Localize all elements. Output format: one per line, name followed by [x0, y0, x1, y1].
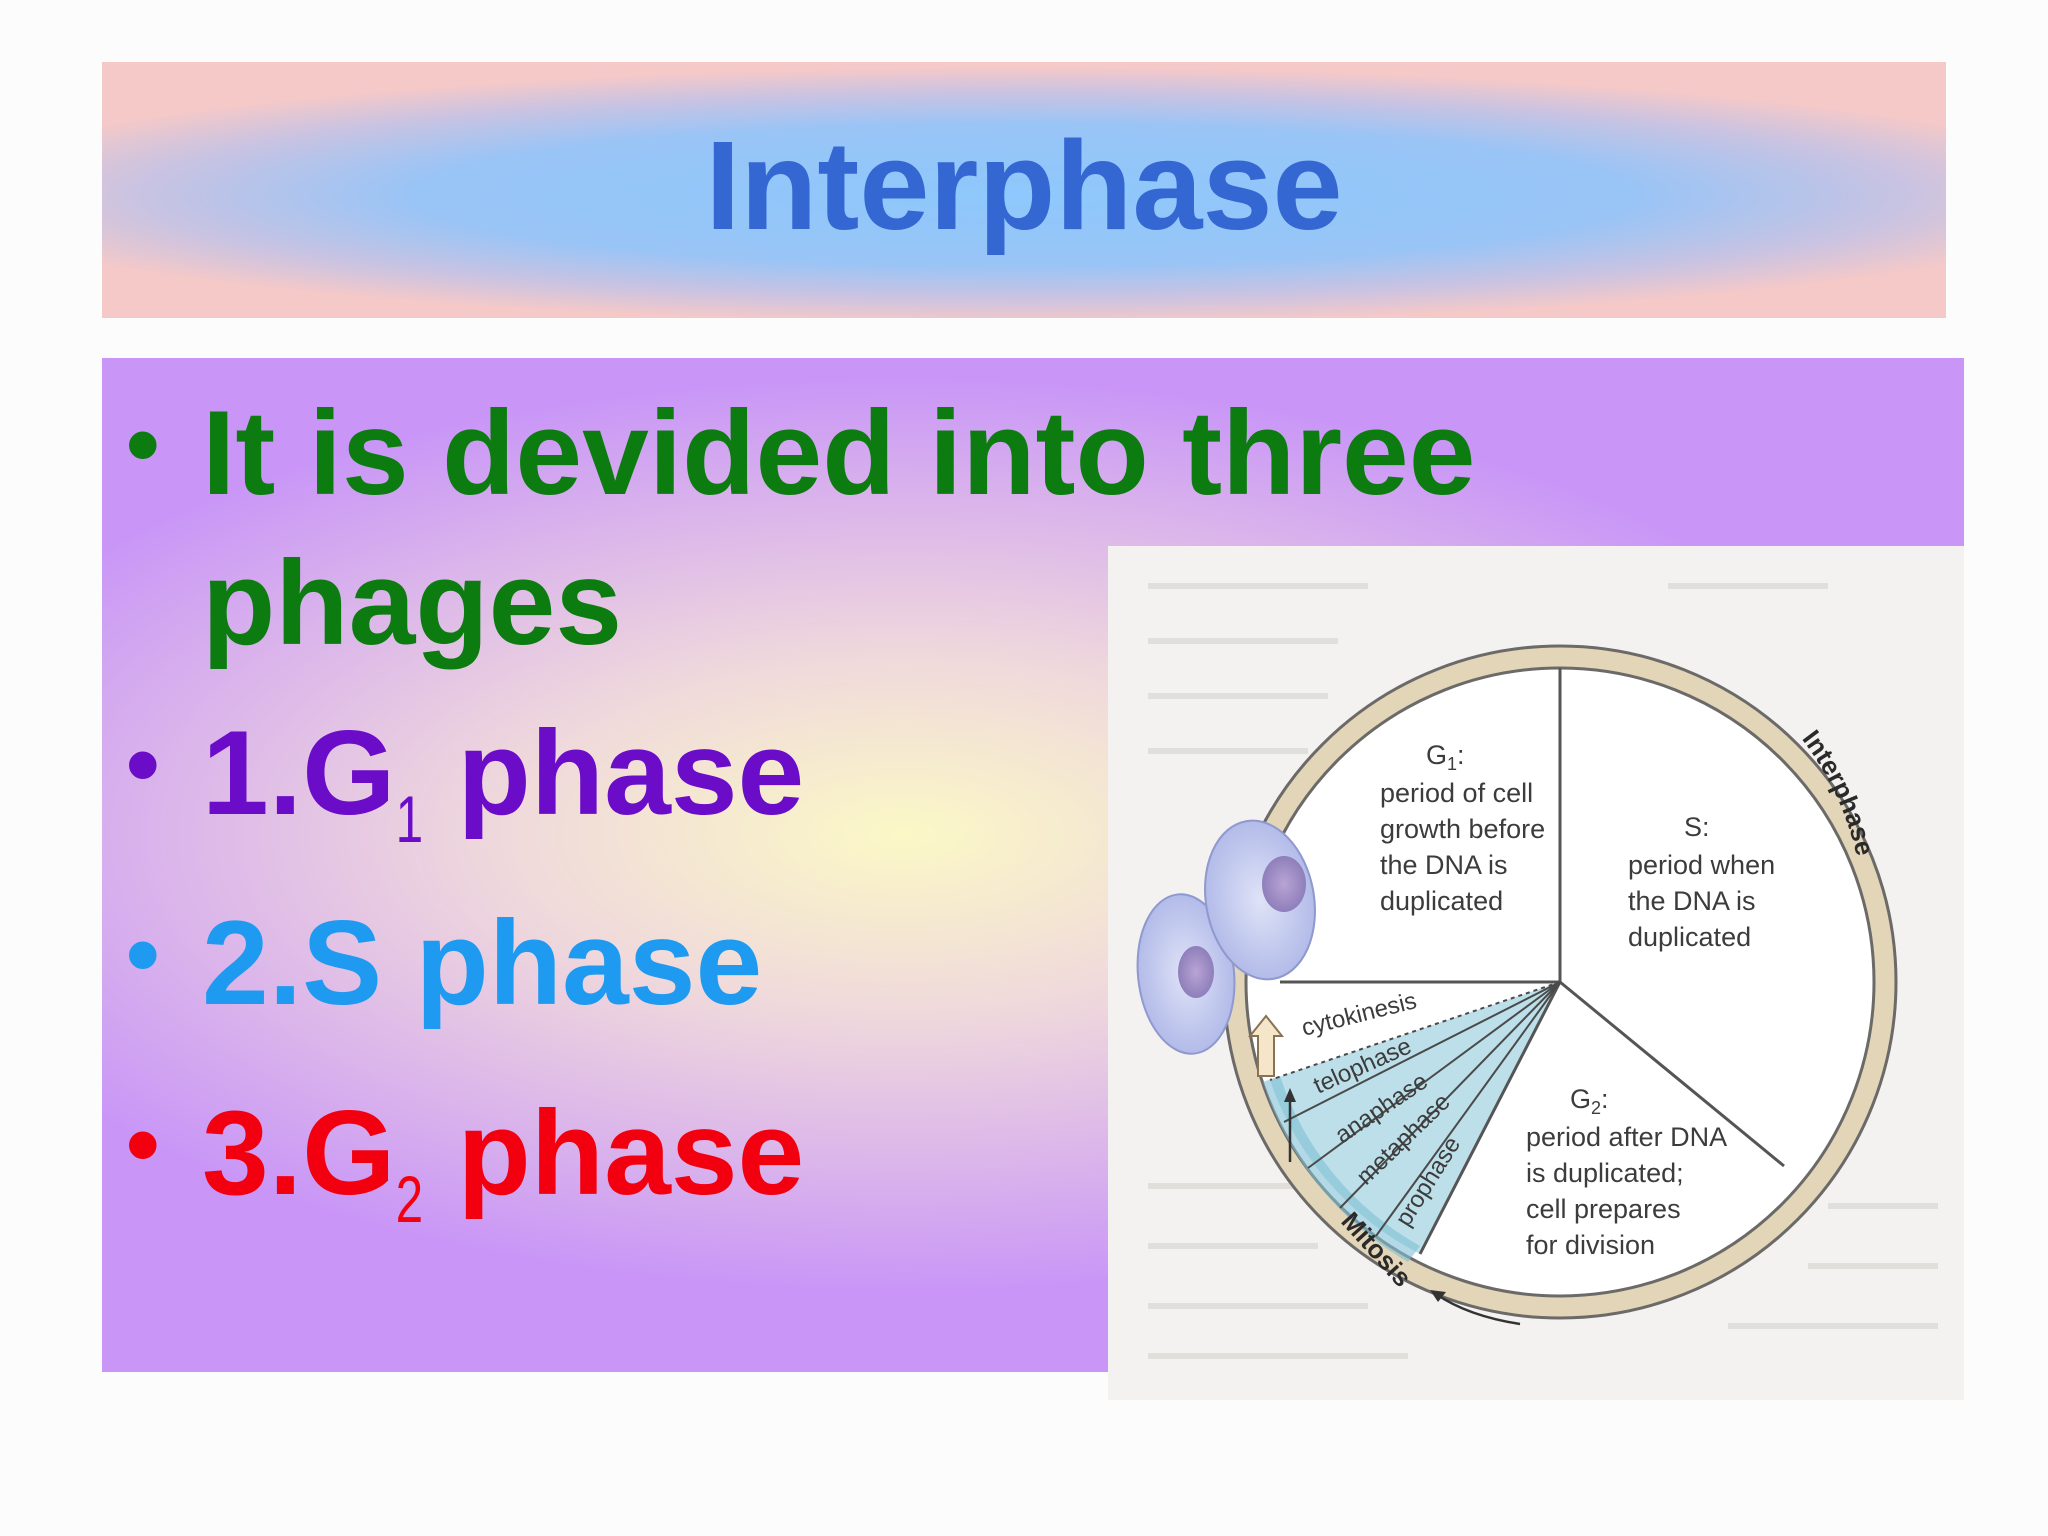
cell-cycle-svg: Interphase G1: period of cell growth bef… [1136, 583, 1938, 1359]
g1-prefix: 1.G [202, 706, 396, 840]
daughter-cell-arrow [1247, 1014, 1285, 1077]
cycle-arrow-head [1430, 1290, 1446, 1302]
svg-text:duplicated: duplicated [1380, 886, 1503, 916]
svg-text:is duplicated;: is duplicated; [1526, 1158, 1684, 1188]
nucleus-1 [1178, 946, 1214, 998]
svg-text:G1:: G1: [1426, 740, 1465, 774]
svg-text:cell prepares: cell prepares [1526, 1194, 1681, 1224]
svg-text:for division: for division [1526, 1230, 1655, 1260]
bullet-item-g2: • 3.G2 phase [126, 1078, 805, 1232]
nucleus-2 [1262, 856, 1306, 912]
g2-subscript: 2 [396, 1162, 424, 1236]
g1-suffix: phase [424, 706, 805, 840]
bullet-list: • It is devided into three phages • 1.G1… [102, 358, 1964, 1372]
title-banner: Interphase [102, 62, 1946, 318]
svg-text:the DNA is: the DNA is [1628, 886, 1756, 916]
s-phase-text: 2.S phase [202, 896, 763, 1030]
bullet-item-s: • 2.S phase [126, 888, 762, 1038]
daughter-cells [1136, 819, 1316, 1055]
svg-text:S:: S: [1684, 812, 1710, 842]
svg-text:period of cell: period of cell [1380, 778, 1533, 808]
svg-text:period when: period when [1628, 850, 1775, 880]
bullet-item-intro: • It is devided into three phages [126, 378, 1476, 678]
svg-text:growth before: growth before [1380, 814, 1545, 844]
cell-cycle-diagram: Interphase G1: period of cell growth bef… [1108, 546, 1964, 1400]
bullet-symbol: • [126, 901, 160, 1008]
s-label: S: period when the DNA is duplicated [1628, 812, 1775, 952]
svg-text:duplicated: duplicated [1628, 922, 1751, 952]
bullet-item-g1: • 1.G1 phase [126, 698, 805, 852]
mitosis-stage-lines [1269, 981, 1561, 1237]
bullet-symbol: • [126, 1091, 160, 1198]
bullet-symbol: • [126, 391, 160, 498]
g2-label: G2: period after DNA is duplicated; cell… [1526, 1084, 1727, 1260]
g1-label: G1: period of cell growth before the DNA… [1380, 740, 1545, 916]
slide-title: Interphase [705, 115, 1343, 256]
bullet-intro-line2: phages [202, 536, 623, 670]
svg-text:G2:: G2: [1570, 1084, 1609, 1118]
bullet-symbol: • [126, 711, 160, 818]
g1-subscript: 1 [396, 782, 424, 856]
svg-text:period after DNA: period after DNA [1526, 1122, 1727, 1152]
svg-text:the DNA is: the DNA is [1380, 850, 1508, 880]
mitosis-band [1263, 1076, 1420, 1262]
g2-prefix: 3.G [202, 1086, 396, 1220]
sector-lines [1280, 668, 1785, 1255]
g2-suffix: phase [424, 1086, 805, 1220]
bullet-intro-line1: It is devided into three [202, 386, 1476, 520]
cycle-arrow-bottom [1435, 1292, 1521, 1326]
